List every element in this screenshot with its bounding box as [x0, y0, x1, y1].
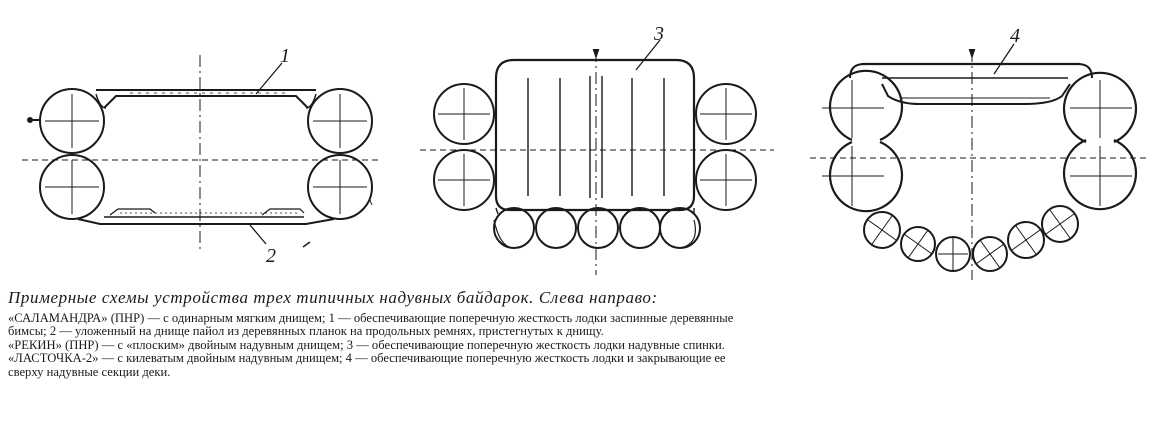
- diagram-rekin: 3: [420, 23, 774, 275]
- callout-2: 2: [266, 245, 276, 267]
- kayak-cross-section-diagrams: 1 2: [22, 23, 1150, 280]
- hull-floor: [77, 218, 335, 225]
- diagram-salamandra: 1 2: [22, 45, 380, 267]
- caption-line: «ЛАСТОЧКА-2» — с килеватым двойным надув…: [8, 351, 726, 366]
- left-lower-tube: [433, 149, 495, 211]
- caption-line: «РЕКИН» (ПНР) — с «плоским» двойным наду…: [8, 337, 725, 352]
- inflatable-backrest: [494, 58, 696, 212]
- caption-title: Примерные схемы устройства трех типичных…: [8, 288, 658, 307]
- right-lower-tube: [307, 154, 373, 220]
- diagram-lastochka-2: 4: [810, 25, 1150, 280]
- callout-3: 3: [653, 23, 664, 45]
- callout-4: 4: [1010, 25, 1020, 47]
- callout-1: 1: [280, 45, 290, 67]
- left-upper-tube: [822, 69, 904, 142]
- caption-line: сверху надувные секции деки.: [8, 364, 171, 379]
- inflatable-bottom: [493, 207, 701, 249]
- right-upper-tube: [695, 83, 757, 145]
- caption-line: «САЛАМАНДРА» (ПНР) — с одинарным мягким …: [8, 311, 734, 325]
- right-upper-tube: [307, 88, 373, 154]
- hull-outline: [849, 62, 1093, 79]
- right-lower-tube: [1062, 71, 1138, 206]
- inflatable-deck-section: [881, 77, 1071, 105]
- left-lower-tube: [822, 140, 904, 213]
- left-upper-tube: [39, 88, 105, 154]
- keeled-inflatable-bottom: [863, 205, 1079, 272]
- caption-line: бимсы; 2 — уложенный на днище пайол из д…: [8, 324, 604, 339]
- right-lower-tube: [695, 149, 757, 211]
- wooden-beam: [95, 89, 317, 109]
- left-upper-tube: [433, 83, 495, 145]
- floorboards: [104, 208, 305, 218]
- right-upper-tube: [1062, 80, 1138, 211]
- figure-caption: Примерные схемы устройства трех типичных…: [8, 288, 1152, 379]
- left-lower-tube: [39, 154, 105, 220]
